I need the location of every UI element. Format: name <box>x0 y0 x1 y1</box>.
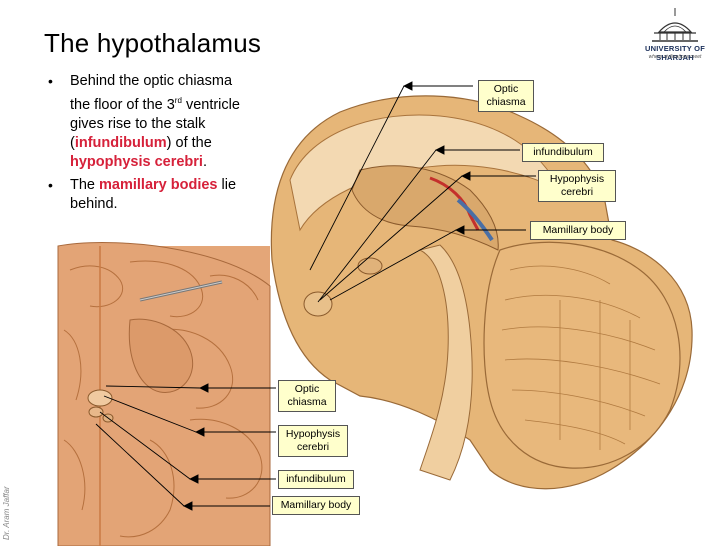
dome-icon <box>626 6 724 46</box>
label-optic-chiasma-sagittal: Optic chiasma <box>478 80 534 112</box>
label-infundibulum-sagittal: infundibulum <box>522 143 604 162</box>
logo-tagline: where civilizations meet <box>626 54 724 60</box>
label-hypophysis-base: Hypophysis cerebri <box>278 425 348 457</box>
bullet-list: •Behind the optic chiasma the floor of t… <box>48 72 248 218</box>
label-optic-chiasma-base: Optic chiasma <box>278 380 336 412</box>
label-mamillary-base: Mamillary body <box>272 496 360 515</box>
term-infundibulum: infundibulum <box>75 135 167 151</box>
bullet-text: . <box>203 154 207 170</box>
author-credit: Dr. Aram Jaffar <box>2 486 11 540</box>
slide-title: The hypothalamus <box>44 28 261 59</box>
base-brain-illustration <box>58 243 270 546</box>
bullet-dot: • <box>48 72 53 91</box>
bullet-item: •Behind the optic chiasma the floor of t… <box>48 72 248 172</box>
bullet-dot: • <box>48 176 53 195</box>
bullet-text: ) of the <box>167 135 212 151</box>
term-mamillary: mamillary bodies <box>99 177 217 193</box>
bullet-text: The <box>70 177 99 193</box>
bullet-item: •The mamillary bodies lie behind. <box>48 176 248 214</box>
label-mamillary-sagittal: Mamillary body <box>530 221 626 240</box>
label-infundibulum-base: infundibulum <box>278 470 354 489</box>
superscript: rd <box>175 96 182 105</box>
leader-lines-base <box>96 384 276 510</box>
university-logo: UNIVERSITY OF SHARJAH where civilization… <box>626 6 724 62</box>
label-hypophysis-sagittal: Hypophysis cerebri <box>538 170 616 202</box>
leader-lines-sagittal <box>310 82 536 302</box>
term-hypophysis: hypophysis cerebri <box>70 154 203 170</box>
